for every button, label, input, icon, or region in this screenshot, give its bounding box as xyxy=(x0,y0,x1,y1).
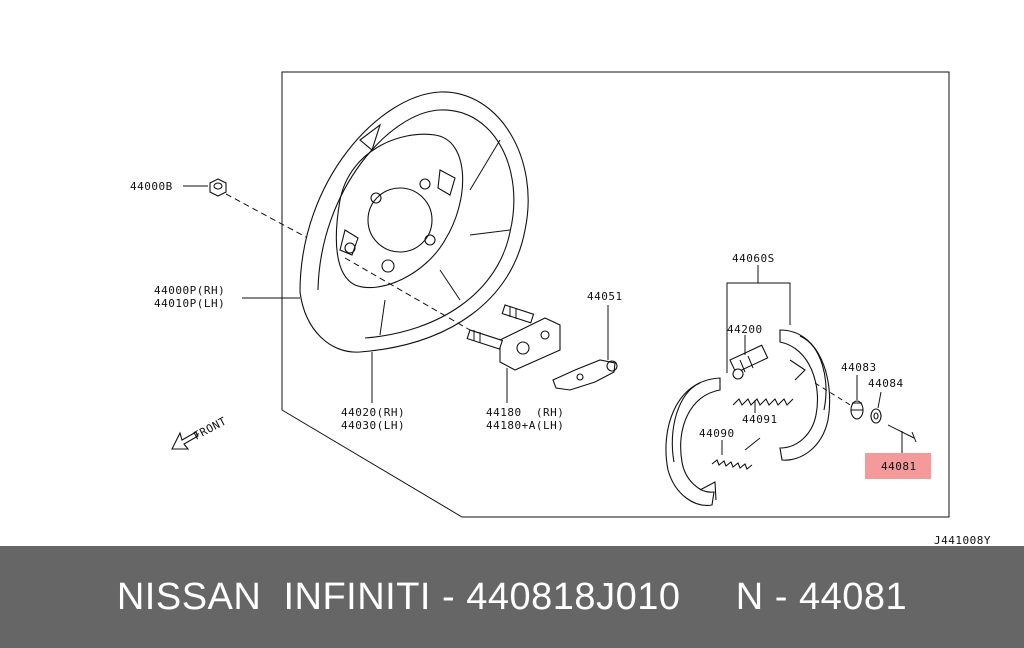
highlight-pin xyxy=(865,453,931,479)
label-adjuster-assy: 44200 xyxy=(727,323,763,336)
bracket-shoe-set xyxy=(726,282,791,325)
dash-retainer xyxy=(814,382,853,407)
leader-washer xyxy=(877,391,882,409)
label-lower-spring: 44090 xyxy=(699,427,735,440)
upper-spring-part xyxy=(732,398,794,406)
label-backing-rh: 44020(RH) xyxy=(341,406,405,419)
label-upper-spring: 44091 xyxy=(742,413,778,426)
dash-center xyxy=(344,257,471,331)
part-number-text: NISSAN INFINITI - 440818J010 N - 44081 xyxy=(116,575,908,618)
nut-part xyxy=(209,178,227,197)
washer-part xyxy=(870,408,882,424)
label-plate-rh: 44000P(RH) xyxy=(154,284,225,297)
lower-spring-part xyxy=(711,437,761,470)
brake-shoe-left xyxy=(665,377,721,506)
label-nut: 44000B xyxy=(130,180,173,193)
parts-diagram: 44000B 44000P(RH) 44010P(LH) 44020(RH) 4… xyxy=(130,71,991,546)
retainer-part xyxy=(850,400,864,420)
label-pin: 44081 xyxy=(881,460,917,473)
label-washer: 44084 xyxy=(868,377,904,390)
part-number-banner: NISSAN INFINITI - 440818J010 N - 44081 xyxy=(0,546,1024,648)
diagram-canvas: 44000B 44000P(RH) 44010P(LH) 44020(RH) 4… xyxy=(130,71,991,546)
adjuster-part xyxy=(466,304,561,371)
diagram-frame xyxy=(281,71,950,518)
label-lever: 44051 xyxy=(587,290,623,303)
front-arrow-icon xyxy=(171,431,199,450)
label-plate-lh: 44010P(LH) xyxy=(154,297,225,310)
label-adjuster-rh: 44180 (RH) xyxy=(486,406,564,419)
label-diagram-code: J441008Y xyxy=(934,534,991,546)
adjuster-assy-part xyxy=(729,344,769,380)
brake-shoe-right xyxy=(779,329,831,461)
pin-part xyxy=(887,424,917,443)
backing-plate-part xyxy=(299,91,529,353)
label-backing-lh: 44030(LH) xyxy=(341,419,405,432)
label-adjuster-lh: 44180+A(LH) xyxy=(486,419,564,432)
label-retainer: 44083 xyxy=(841,361,877,374)
lever-part xyxy=(552,359,618,391)
label-shoe-set: 44060S xyxy=(732,252,775,265)
label-front: FRONT xyxy=(191,414,229,442)
